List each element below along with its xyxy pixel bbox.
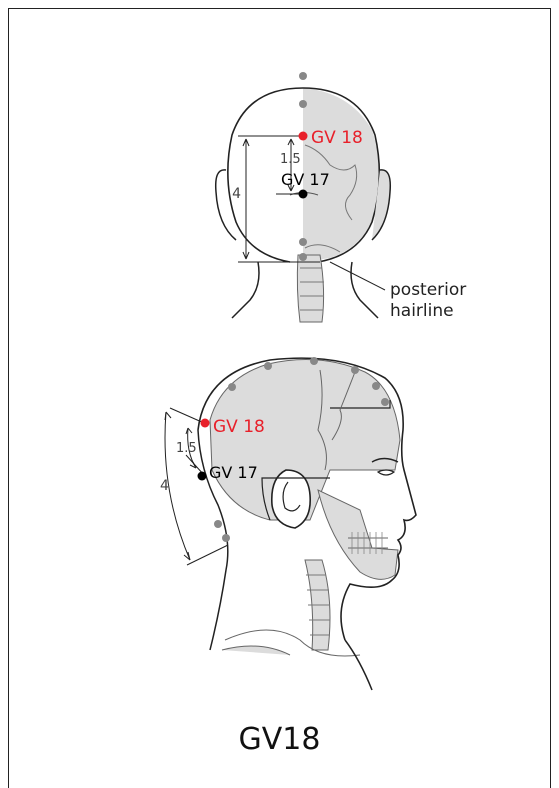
side-gv17-label: GV 17 — [209, 463, 258, 482]
gv17-point-side — [198, 472, 207, 481]
meridian-point — [299, 253, 307, 261]
meridian-point — [264, 362, 272, 370]
meridian-point — [381, 398, 389, 406]
meridian-point — [372, 382, 380, 390]
back-gv17-label: GV 17 — [281, 170, 330, 189]
meridian-point — [222, 534, 230, 542]
meridian-point — [299, 238, 307, 246]
gv17-point-back — [299, 190, 308, 199]
hairline-label-line2: hairline — [390, 301, 454, 321]
back-distance-small: 1.5 — [280, 152, 301, 167]
gv18-point-side — [201, 419, 210, 428]
back-distance-large: 4 — [232, 186, 241, 202]
side-distance-small: 1.5 — [176, 441, 197, 456]
side-view-head — [198, 358, 416, 690]
meridian-point — [310, 357, 318, 365]
meridian-point — [351, 366, 359, 374]
back-gv18-label: GV 18 — [311, 128, 363, 148]
meridian-point — [299, 100, 307, 108]
meridian-point — [299, 72, 307, 80]
back-view-head — [216, 88, 391, 322]
side-distance-large: 4 — [160, 478, 169, 494]
hairline-label-line1: posterior — [390, 280, 466, 300]
side-gv18-label: GV 18 — [213, 417, 265, 437]
figure-title: GV18 — [0, 722, 559, 757]
meridian-point — [228, 383, 236, 391]
meridian-point — [214, 520, 222, 528]
gv18-point-back — [299, 132, 308, 141]
